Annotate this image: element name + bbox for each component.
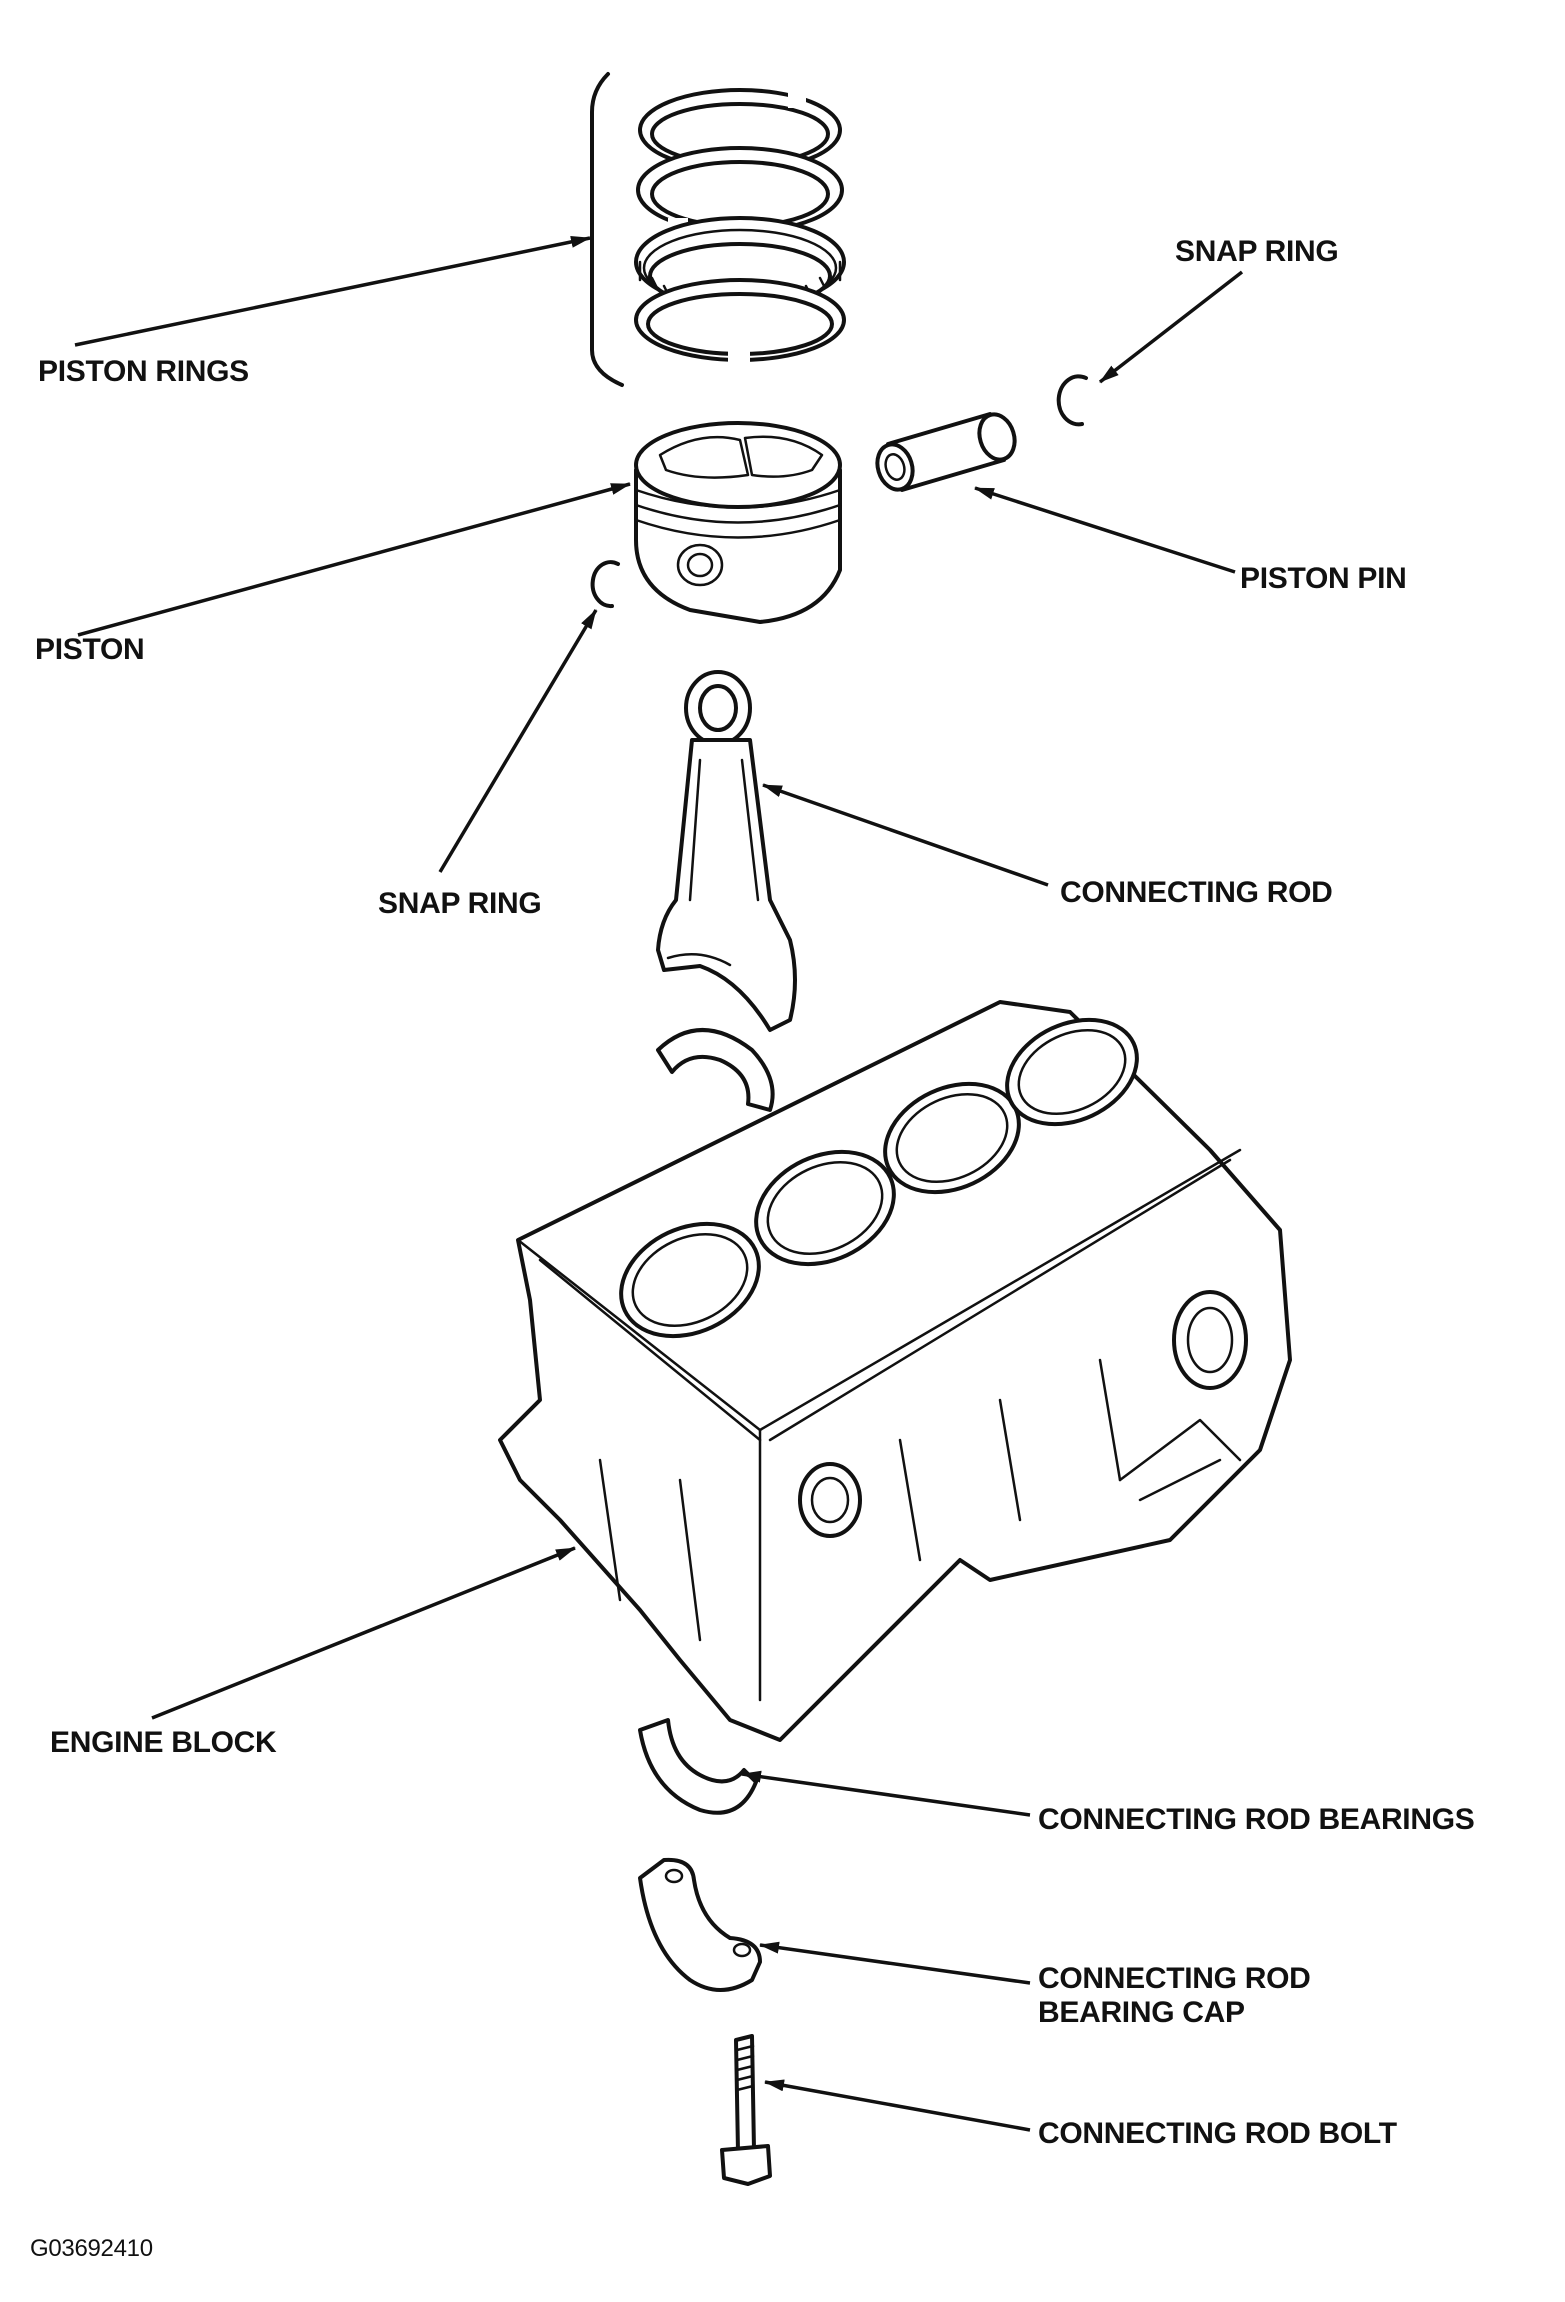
label-piston: PISTON: [35, 633, 145, 666]
leader-piston-pin: [974, 486, 1236, 574]
label-bearing-cap-line1: CONNECTING ROD: [1038, 1962, 1311, 1995]
leader-snap-ring-left: [438, 609, 598, 873]
leader-bolt: [764, 2079, 1031, 2132]
snap-ring-right-part: [1056, 374, 1088, 427]
engine-block-part: [498, 1000, 1292, 1742]
label-piston-rings: PISTON RINGS: [38, 355, 249, 388]
leader-snap-ring-top: [1098, 270, 1244, 384]
label-piston-pin: PISTON PIN: [1240, 562, 1407, 595]
piston-rings-group: [634, 88, 846, 362]
label-connecting-rod-bearing-cap: CONNECTING ROD BEARING CAP: [1038, 1962, 1311, 2030]
snap-ring-left-part: [590, 560, 620, 609]
upper-bearing-shell-part: [656, 1028, 775, 1112]
leader-piston-rings: [74, 235, 591, 347]
label-connecting-rod: CONNECTING ROD: [1060, 876, 1333, 909]
label-snap-ring-top: SNAP RING: [1175, 235, 1339, 268]
piston-part: [634, 421, 842, 624]
piston-pin-part: [875, 412, 1017, 492]
leader-connecting-rod: [762, 783, 1049, 887]
label-bearing-cap-line2: BEARING CAP: [1038, 1996, 1245, 2029]
label-engine-block: ENGINE BLOCK: [50, 1726, 277, 1759]
figure-code: G03692410: [30, 2235, 153, 2262]
bearing-cap-part: [638, 1857, 762, 1992]
rings-bracket: [590, 72, 624, 387]
connecting-rod-bolt-part: [720, 2034, 772, 2186]
leader-engine-block: [151, 1546, 576, 1720]
piston-ring-top: [638, 88, 842, 172]
piston-ring-bottom: [634, 278, 846, 362]
leader-bearings: [741, 1770, 1031, 1817]
lower-bearing-shell-part: [638, 1718, 758, 1815]
connecting-rod-part: [656, 670, 797, 1032]
leader-bearing-cap: [759, 1941, 1031, 1985]
label-connecting-rod-bearings: CONNECTING ROD BEARINGS: [1038, 1803, 1475, 1836]
leader-piston: [77, 482, 631, 637]
label-connecting-rod-bolt: CONNECTING ROD BOLT: [1038, 2117, 1397, 2150]
label-snap-ring-left: SNAP RING: [378, 887, 542, 920]
